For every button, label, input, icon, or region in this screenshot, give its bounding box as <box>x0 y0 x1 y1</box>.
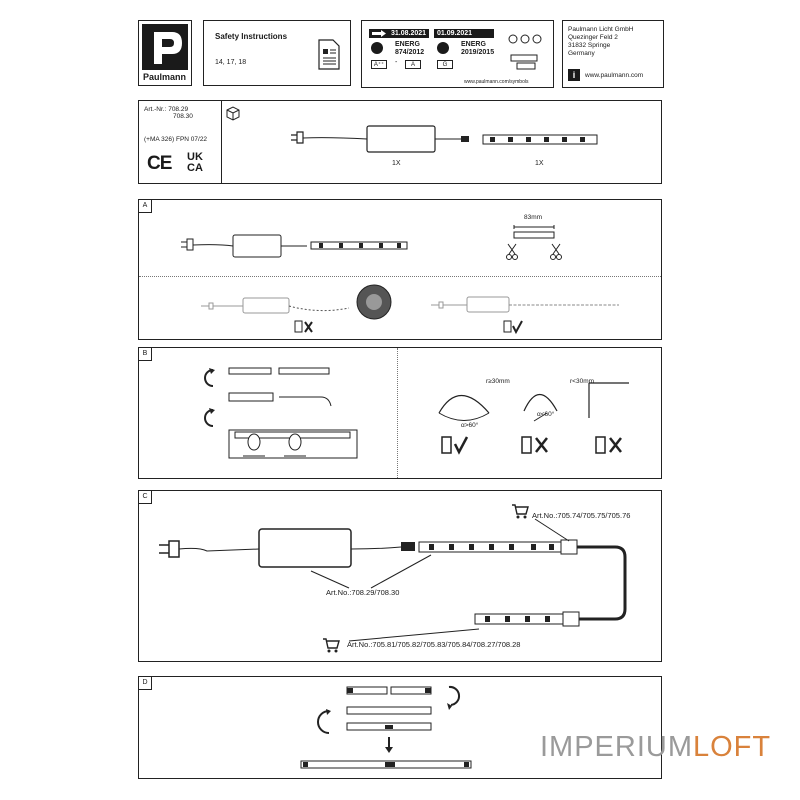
qty-driver: 1X <box>392 160 401 167</box>
contents-box: Art.-Nr.: 708.29 708.30 (+MA 326) FPN 07… <box>138 100 662 184</box>
logo-p-icon <box>154 32 182 64</box>
safety-box: Safety Instructions 14, 17, 18 <box>203 20 351 86</box>
article-code: (+MA 326) FPN 07/22 <box>144 136 208 143</box>
info-icon: i <box>568 69 580 81</box>
section-c-label: C <box>139 491 152 504</box>
shopping-cart-icon <box>512 504 529 519</box>
ce-mark: CE <box>147 153 172 174</box>
date-new: 01.09.2021 <box>437 30 473 37</box>
section-a: A 83mm <box>138 199 662 340</box>
cross-icon <box>521 436 548 454</box>
paulmann-logo: Paulmann <box>138 20 192 86</box>
b-bending-radius-diagrams <box>438 382 629 422</box>
wrong-mark-b1 <box>521 436 549 461</box>
energy-reg-new: 2019/2015 <box>461 49 495 56</box>
energy-class-sep: - <box>395 59 398 66</box>
cross-icon <box>595 436 622 454</box>
cut-distance: 83mm <box>524 214 543 221</box>
radius-bad: r<30mm <box>570 378 595 385</box>
eu-flag-new-icon <box>437 42 449 54</box>
d-connection-diagram <box>300 685 472 769</box>
date-old-banner: 31.08.2021 <box>369 29 429 38</box>
c-wiring-diagram <box>159 518 627 642</box>
art-nr-1: 708.29 <box>168 106 189 113</box>
wrong-mark-b2 <box>595 436 623 461</box>
radius-ok: r≥30mm <box>486 378 510 385</box>
company-box: Paulmann Licht GmbH Quezinger Feld 2 318… <box>562 20 664 88</box>
a-driver-strip-diagram <box>181 234 408 258</box>
watermark: IMPERIUMLOFT <box>540 731 771 764</box>
scissors-icon <box>506 243 518 260</box>
company-country: Germany <box>568 50 595 57</box>
art-main: Art.No.:708.29/708.30 <box>326 588 400 597</box>
section-b: B r≥30mm r<30mm α>60° α<60° <box>138 347 662 479</box>
brand-name: Paulmann <box>142 72 186 82</box>
section-c: C Art.No.:705.74/705.75/705.76 Art.No.:7… <box>138 490 662 662</box>
company-name: Paulmann Licht GmbH <box>568 26 634 33</box>
energy-class-new: G <box>437 60 453 69</box>
section-d: D <box>138 676 662 779</box>
section-d-label: D <box>139 677 152 690</box>
cross-icon <box>294 320 313 333</box>
energy-label-box: 31.08.2021 01.09.2021 ENERG 874/2012 ENE… <box>361 20 554 88</box>
energy-class-old-from: A⁺⁺ <box>371 60 387 69</box>
cut-scissors-diagram <box>506 225 562 260</box>
eu-flag-icon <box>371 42 383 54</box>
date-old: 31.08.2021 <box>391 30 427 37</box>
company-street: Quezinger Feld 2 <box>568 34 618 41</box>
angle-ok: α>60° <box>461 422 479 429</box>
art-ext: Art.No.:705.74/705.75/705.76 <box>532 511 631 520</box>
shopping-cart-icon-2 <box>323 638 340 653</box>
energy-url: www.paulmann.com/symbols <box>464 79 529 85</box>
ukca-mark-top: UK <box>187 151 203 163</box>
company-city: 31832 Springe <box>568 42 611 49</box>
wrong-mark-a <box>294 320 314 339</box>
energy-reg-old: 874/2012 <box>395 49 425 56</box>
a-rolled-strip-wrong <box>201 284 392 320</box>
led-strip-icon <box>482 134 598 145</box>
watermark-main: IMPERIUM <box>540 731 693 763</box>
art-nr-2: 708.30 <box>173 113 193 120</box>
section-a-label: A <box>139 200 152 213</box>
ok-mark-a <box>503 320 523 339</box>
lamp-symbols-icon <box>508 34 542 70</box>
energy-class-old-to: A <box>405 60 421 69</box>
qty-strip: 1X <box>535 160 544 167</box>
check-icon <box>441 436 469 455</box>
b-adhesive-instructions <box>204 367 358 459</box>
section-b-label: B <box>139 348 152 361</box>
energy-label-new: ENERG <box>461 41 486 48</box>
a-unrolled-strip-right <box>431 296 619 313</box>
safety-pages: 14, 17, 18 <box>215 59 247 66</box>
safety-title: Safety Instructions <box>215 32 288 41</box>
company-web[interactable]: www.paulmann.com <box>585 72 644 79</box>
date-new-banner: 01.09.2021 <box>434 29 494 38</box>
ukca-mark-bottom: CA <box>187 162 203 174</box>
energy-label-old: ENERG <box>395 41 420 48</box>
check-icon <box>503 320 523 335</box>
driver-with-plug-icon <box>291 125 469 153</box>
watermark-accent: LOFT <box>693 731 772 763</box>
art-strips: Art.No.:705.81/705.82/705.83/705.84/708.… <box>347 640 521 649</box>
document-icon <box>318 39 340 70</box>
ok-mark-b <box>441 436 469 461</box>
art-nr-label: Art.-Nr.: <box>144 106 167 113</box>
angle-bad: α<60° <box>537 411 555 418</box>
package-icon <box>226 106 240 121</box>
article-label: Art.-Nr.: 708.29 <box>144 106 188 114</box>
